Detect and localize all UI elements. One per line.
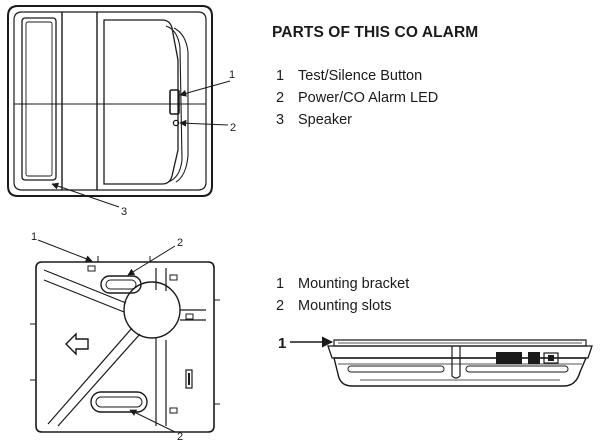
callout-button-number: 1	[229, 69, 235, 81]
test-silence-button	[169, 89, 180, 115]
callout-side-bracket-number: 1	[278, 335, 286, 352]
callout-line-slot-top	[127, 245, 176, 276]
callout-slot-top-number: 2	[177, 237, 183, 249]
callout-line-slot-bottom	[129, 409, 176, 433]
callout-bracket-number: 1	[31, 231, 37, 243]
callout-speaker-number: 3	[121, 206, 127, 218]
callout-line-button	[179, 80, 231, 97]
mounting-slot-bottom	[90, 391, 148, 413]
section-title: PARTS OF THIS CO ALARM	[272, 24, 479, 41]
led-indicator	[172, 119, 180, 127]
callout-line-speaker	[51, 182, 120, 208]
mounting-slot-top	[100, 275, 142, 294]
alarm-side-view	[327, 339, 593, 387]
arrow-left-icon	[65, 332, 89, 356]
callout-line-led	[179, 119, 229, 127]
callout-slot-bottom-number: 2	[177, 431, 183, 442]
callout-line-bracket	[37, 239, 93, 262]
mounting-bracket-view	[30, 256, 220, 433]
callout-led-number: 2	[230, 122, 236, 134]
co-alarm-front-view	[7, 5, 213, 197]
